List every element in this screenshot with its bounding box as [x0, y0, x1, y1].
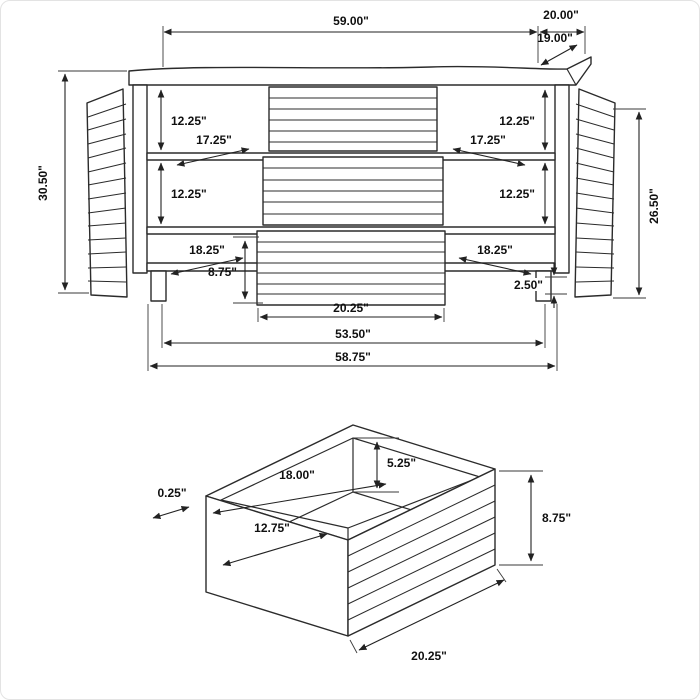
drawer-outer-width-label: 20.25" [411, 649, 447, 663]
cabinet-overall-height-label: 30.50" [36, 165, 50, 201]
drawer-interior-width-label: 18.00" [279, 468, 315, 482]
dim-shelf-depth-lower-left: 18.25" [170, 243, 244, 276]
cabinet-left-leg [150, 270, 167, 302]
opening-top-left-label: 12.25" [171, 114, 207, 128]
drawer-outer-height-label: 8.75" [542, 511, 571, 525]
base-clearance-label: 2.50" [514, 278, 543, 292]
cabinet-side-height-label: 26.50" [647, 188, 661, 224]
dim-drawer-panel-thickness: 0.25" [152, 486, 190, 520]
drawer-interior-depth-label: 12.75" [254, 521, 290, 535]
cabinet-left-side-panel [132, 84, 148, 274]
dim-drawer-interior-width: 18.00" [212, 468, 387, 516]
shelf-depth-upper-left-label: 17.25" [196, 133, 232, 147]
opening-bottom-right-label: 12.25" [499, 187, 535, 201]
drawer-front-height-label: 8.75" [208, 265, 237, 279]
cabinet-top-board [128, 56, 592, 86]
dim-drawer-front-width: 20.25" [257, 301, 445, 322]
opening-top-right-label: 12.25" [499, 114, 535, 128]
dim-base-clearance: 2.50" [505, 263, 567, 308]
dim-cabinet-body-depth: 19.00" [537, 31, 578, 66]
drawer-panel-thickness-label: 0.25" [157, 486, 186, 500]
dim-shelf-depth-upper-left: 17.25" [176, 133, 250, 167]
drawer-2-slats [263, 167, 443, 215]
cabinet-right-side-panel [554, 84, 570, 274]
dim-opening-bottom-left: 12.25" [157, 162, 207, 225]
drawer-3-slats [257, 241, 445, 295]
dim-shelf-depth-upper-right: 17.25" [452, 133, 526, 167]
dim-drawer-outer-height: 8.75" [499, 470, 571, 566]
base-width-label: 58.75" [335, 350, 371, 364]
drawer-interior-height-label: 5.25" [387, 456, 416, 470]
dim-cabinet-top-width: 59.00" [162, 14, 539, 67]
shelf-depth-upper-right-label: 17.25" [470, 133, 506, 147]
left-door-open [86, 88, 128, 298]
drawer-front-slats [347, 484, 496, 621]
right-door-slats [575, 103, 615, 283]
dim-drawer-front-height: 8.75" [208, 236, 263, 304]
cabinet-top-depth-label: 20.00" [543, 8, 579, 22]
left-door-slats [87, 103, 127, 283]
dim-cabinet-side-height: 26.50" [613, 108, 661, 299]
cabinet-front-view: 59.00" 20.00" 19.00" 30.50" 26.50" [36, 8, 661, 371]
dim-interior-width: 53.50" [161, 304, 546, 348]
drawer-3 [256, 230, 446, 306]
dim-opening-bottom-right: 12.25" [499, 162, 549, 225]
dim-cabinet-top-depth: 20.00" [539, 8, 586, 54]
drawer-1 [268, 86, 438, 152]
drawer-detail-view: 5.25" 18.00" 0.25" 12.75" 8.75" [152, 424, 571, 663]
dim-opening-top-right: 12.25" [499, 89, 549, 151]
drawer-1-slats [269, 97, 437, 143]
cabinet-body-depth-label: 19.00" [537, 31, 573, 45]
interior-width-label: 53.50" [335, 327, 371, 341]
opening-bottom-left-label: 12.25" [171, 187, 207, 201]
right-door-open [574, 88, 616, 298]
dim-drawer-interior-depth: 12.75" [222, 521, 328, 567]
dim-drawer-outer-width: 20.25" [349, 568, 507, 663]
cabinet-top-board-edge [566, 68, 577, 86]
dim-opening-top-left: 12.25" [157, 89, 207, 151]
dim-shelf-depth-lower-right: 18.25" [458, 243, 532, 276]
drawer-stack [256, 86, 446, 306]
drawer-front-width-label: 20.25" [333, 301, 369, 315]
shelf-depth-lower-left-label: 18.25" [189, 243, 225, 257]
dim-cabinet-overall-height: 30.50" [36, 70, 127, 294]
shelf-depth-lower-right-label: 18.25" [477, 243, 513, 257]
cabinet-top-width-label: 59.00" [333, 14, 369, 28]
dim-base-width: 58.75" [147, 304, 558, 371]
